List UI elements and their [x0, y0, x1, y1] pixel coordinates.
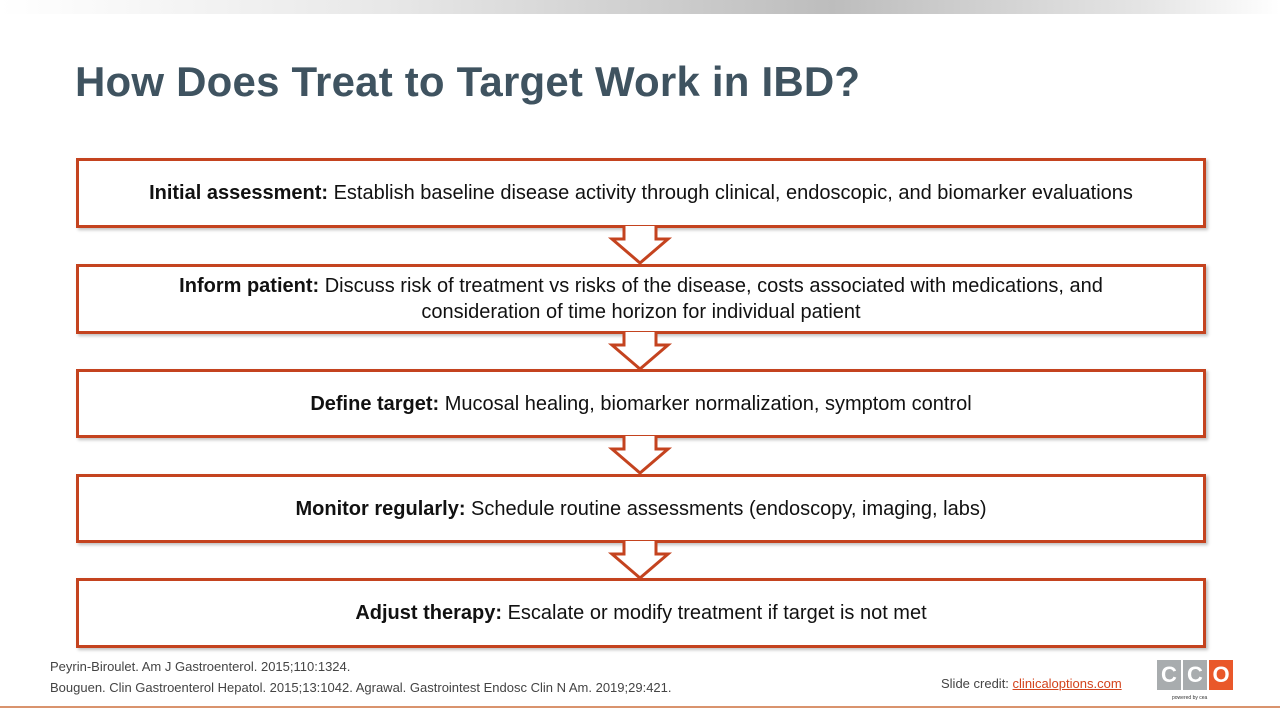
- bottom-divider: [0, 706, 1280, 708]
- logo-letter: O: [1209, 660, 1233, 690]
- step-text: Escalate or modify treatment if target i…: [502, 602, 927, 624]
- step-define-target: Define target: Mucosal healing, biomarke…: [76, 369, 1206, 438]
- slide-credit: Slide credit: clinicaloptions.com: [941, 676, 1122, 691]
- down-arrow-icon: [607, 226, 673, 265]
- down-arrow-icon: [607, 332, 673, 371]
- step-text: Establish baseline disease activity thro…: [328, 182, 1133, 204]
- powered-by: powered by cea: [1172, 695, 1208, 701]
- step-text: Discuss risk of treatment vs risks of th…: [319, 275, 1103, 323]
- step-monitor-regularly: Monitor regularly: Schedule routine asse…: [76, 474, 1206, 543]
- step-text: Mucosal healing, biomarker normalization…: [439, 392, 972, 415]
- step-label: Define target:: [310, 392, 440, 415]
- reference: Peyrin-Biroulet. Am J Gastroenterol. 201…: [50, 659, 351, 674]
- step-label: Adjust therapy:: [355, 602, 503, 624]
- step-label: Monitor regularly:: [295, 497, 466, 520]
- slide-title: How Does Treat to Target Work in IBD?: [75, 58, 861, 105]
- reference: Bouguen. Clin Gastroenterol Hepatol. 201…: [50, 680, 672, 695]
- step-text: Schedule routine assessments (endoscopy,…: [465, 497, 987, 520]
- credit-label: Slide credit:: [941, 676, 1013, 691]
- top-gradient-bar: [0, 0, 1280, 14]
- step-adjust-therapy: Adjust therapy: Escalate or modify treat…: [76, 578, 1206, 648]
- logo-letter: C: [1183, 660, 1207, 690]
- down-arrow-icon: [607, 541, 673, 580]
- references: Peyrin-Biroulet. Am J Gastroenterol. 201…: [50, 656, 672, 698]
- credit-link[interactable]: clinicaloptions.com: [1012, 676, 1122, 691]
- step-label: Inform patient:: [179, 275, 320, 297]
- step-inform-patient: Inform patient: Discuss risk of treatmen…: [76, 264, 1206, 334]
- step-initial-assessment: Initial assessment: Establish baseline d…: [76, 158, 1206, 228]
- logo-letter: C: [1157, 660, 1181, 690]
- step-label: Initial assessment:: [149, 182, 329, 204]
- down-arrow-icon: [607, 436, 673, 475]
